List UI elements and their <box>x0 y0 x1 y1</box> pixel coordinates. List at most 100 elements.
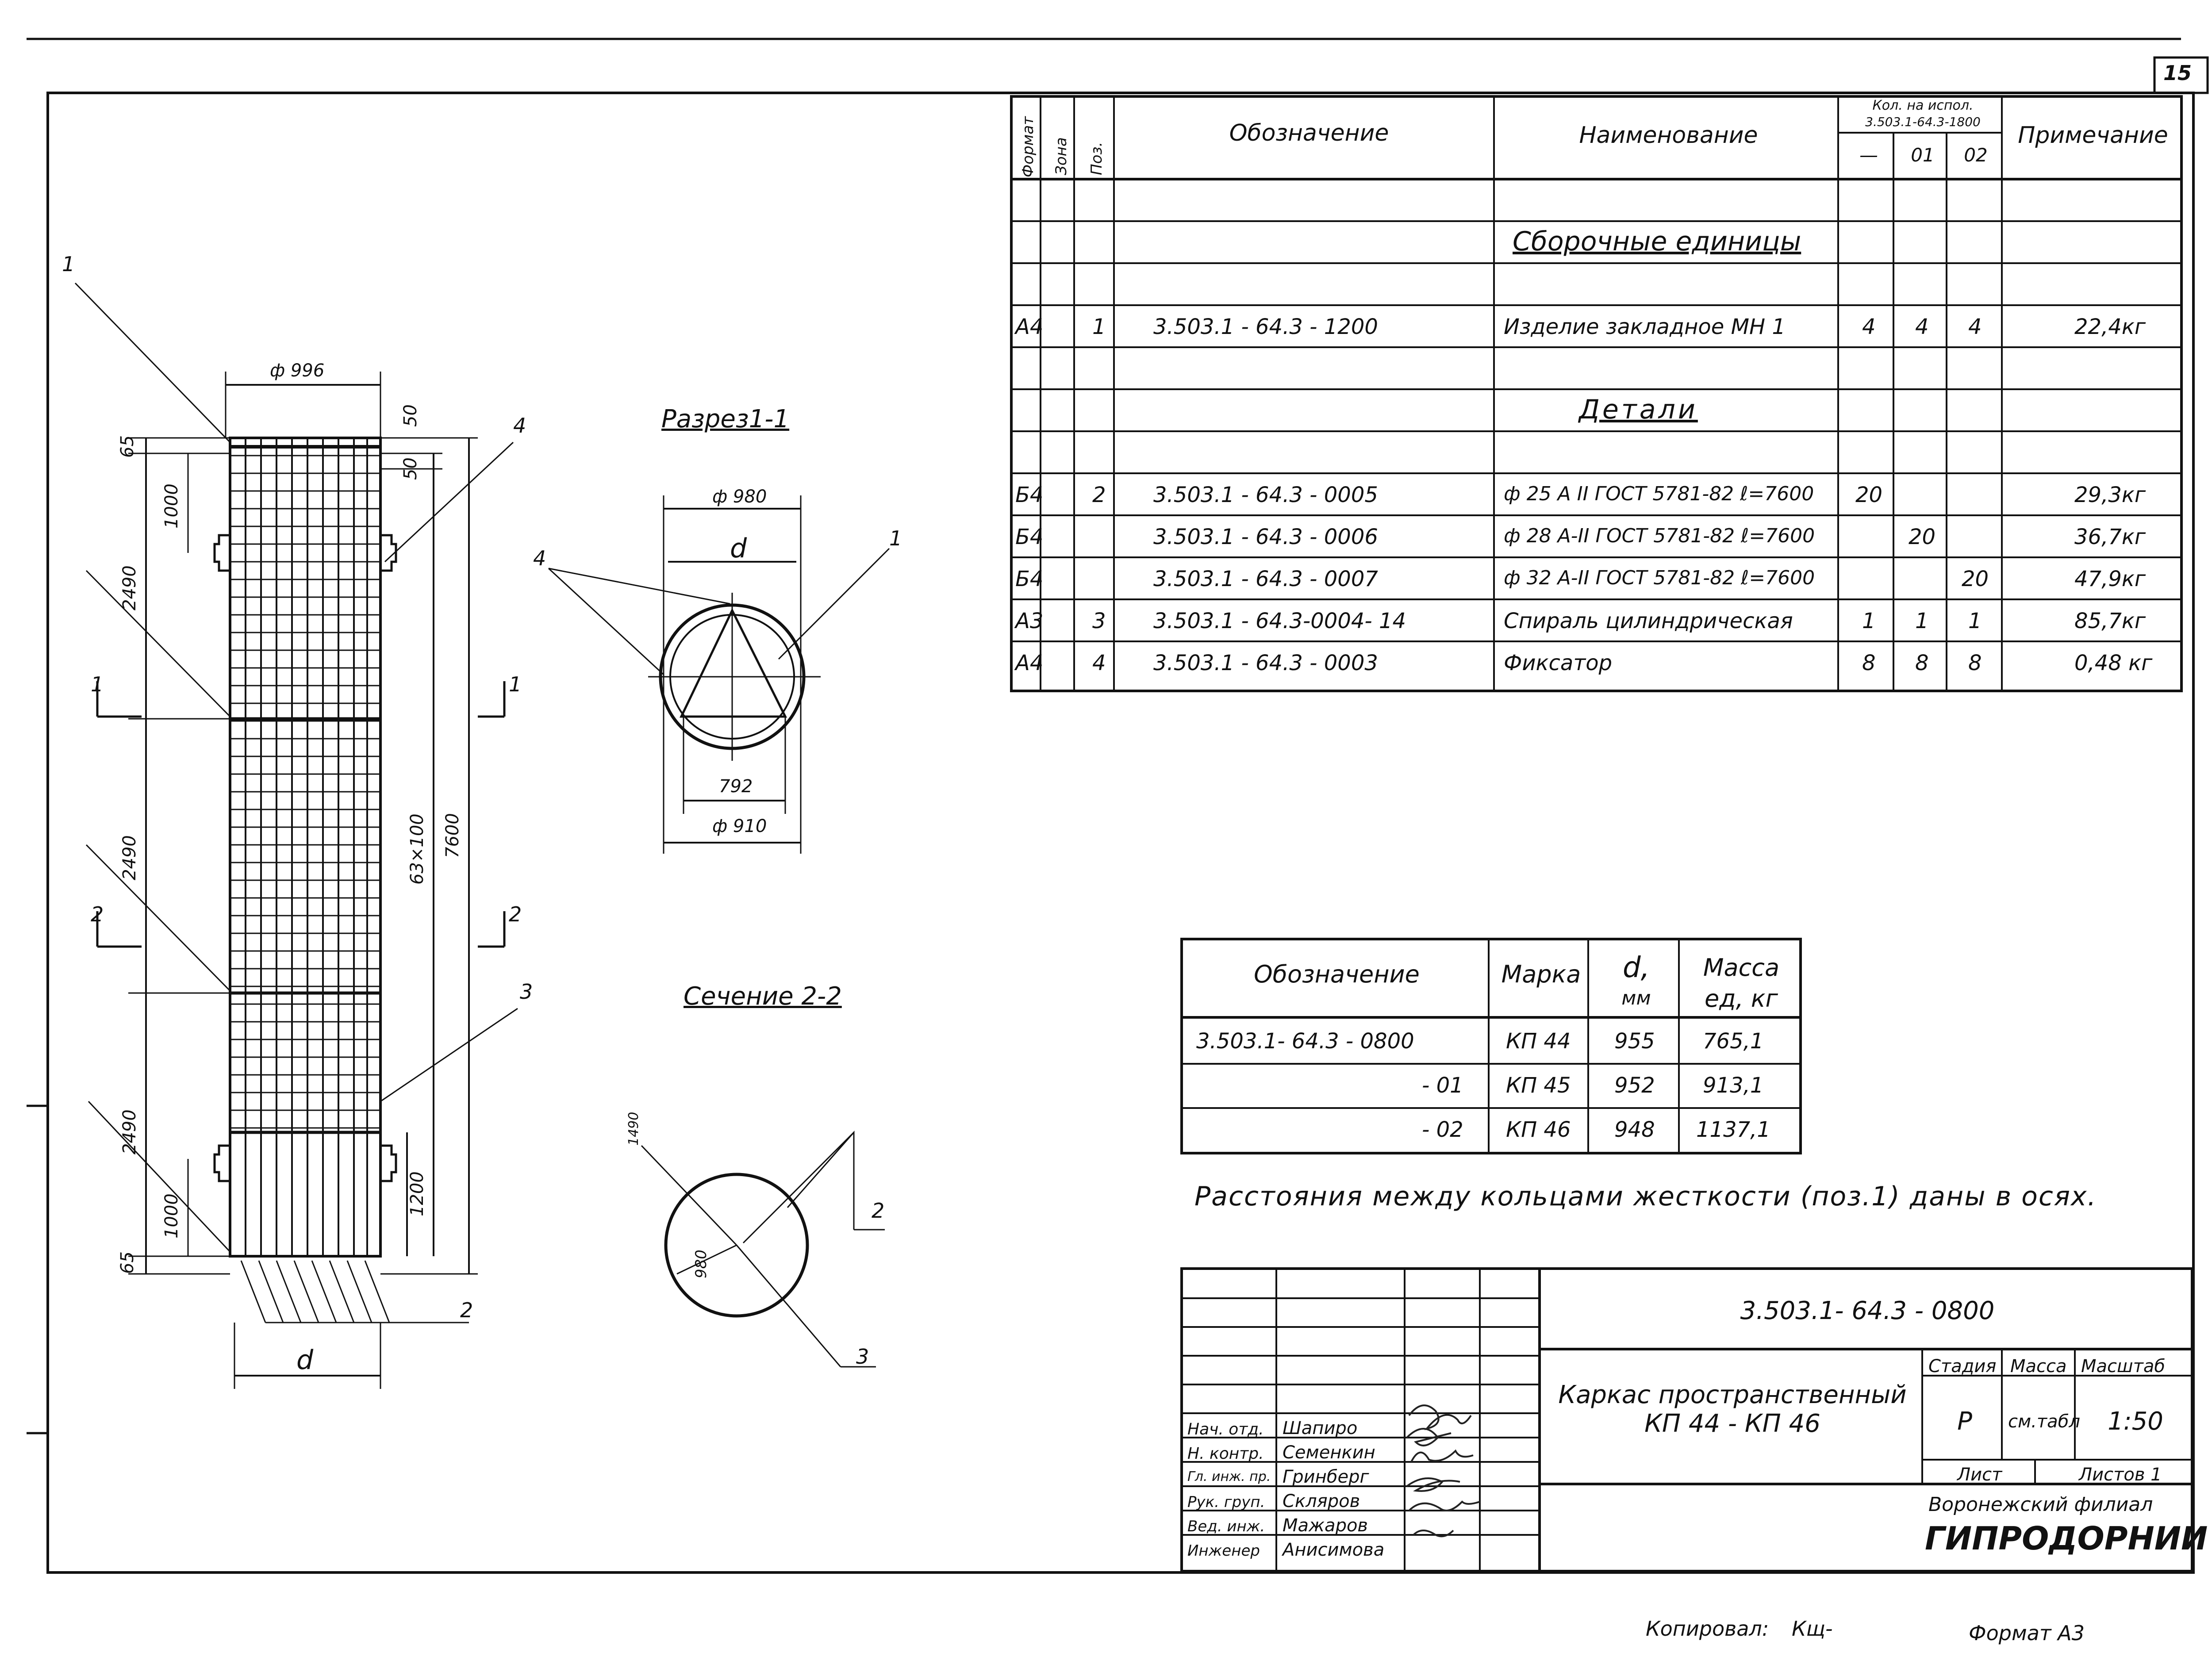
staff3-name: Гринберг <box>1283 1467 1369 1487</box>
dim-1200: 1200 <box>407 1171 427 1216</box>
mass-value: см.табл <box>2008 1411 2080 1432</box>
mark-row1-mass: 765,1 <box>1703 1029 1764 1054</box>
row4-name: ф 32 А-II ГОСТ 5781-82 ℓ=7600 <box>1504 567 1815 589</box>
mass-label: Масса <box>2010 1356 2067 1377</box>
mark-row2-designation: - 01 <box>1422 1073 1463 1098</box>
section-2-label-2: 2 <box>872 1199 885 1223</box>
header-format: Формат <box>1019 116 1037 177</box>
mark-header-d: d, <box>1623 951 1650 984</box>
row5-q2: 1 <box>1968 609 1982 633</box>
section-1-1-title: Разрез1-1 <box>661 405 790 433</box>
section-2-2 <box>641 1131 885 1368</box>
org-line2: ГИПРОДОРНИИ <box>1925 1520 2208 1557</box>
row1-pos: 1 <box>1092 314 1106 339</box>
header-qty-doc: 3.503.1-64.3-1800 <box>1865 115 1981 129</box>
title-block: 3.503.1- 64.3 - 0800 Каркас пространстве… <box>1180 1267 2208 1572</box>
format-label: Формат А3 <box>1969 1621 2085 1645</box>
dim-50-b: 50 <box>400 457 421 480</box>
mark-header-d-unit: мм <box>1621 987 1651 1009</box>
cage-elevation <box>74 282 518 1389</box>
product-name-line1: Каркас пространственный <box>1558 1381 1907 1409</box>
row6-note: 0,48 кг <box>2074 651 2153 675</box>
row4-designation: 3.503.1 - 64.3 - 0007 <box>1153 567 1378 591</box>
cut-2-left: 2 <box>91 902 104 926</box>
section-assembly-units: Сборочные единицы <box>1513 226 1801 257</box>
dim-50-a: 50 <box>400 404 421 427</box>
row5-q1: 1 <box>1915 609 1929 633</box>
section-2-label-3: 3 <box>856 1345 869 1369</box>
sheet-number: 15 <box>2163 61 2192 85</box>
mark-row2-mass: 913,1 <box>1703 1073 1764 1098</box>
header-note: Примечание <box>2018 122 2168 149</box>
mark-header-mark: Марка <box>1501 960 1581 988</box>
spec-grid <box>1010 95 2183 692</box>
dim-1000-top: 1000 <box>161 483 182 529</box>
header-designation: Обозначение <box>1229 120 1389 146</box>
dim-2490-b: 2490 <box>119 835 140 880</box>
stage-value: Р <box>1957 1407 1972 1436</box>
row1-q2: 4 <box>1968 314 1982 339</box>
dim-sec-outer-top: ф 980 <box>712 487 767 507</box>
scale-value: 1:50 <box>2108 1407 2163 1436</box>
product-name-line2: КП 44 - КП 46 <box>1644 1409 1820 1438</box>
row2-name: ф 25 А II ГОСТ 5781-82 ℓ=7600 <box>1504 483 1814 505</box>
mark-header-mass: Масса <box>1703 954 1780 982</box>
staff3-role: Гл. инж. пр. <box>1187 1469 1271 1484</box>
section-1-label-4: 4 <box>533 546 546 570</box>
row5-format: А3 <box>1015 609 1044 633</box>
sheet-label: Лист <box>1957 1465 2002 1485</box>
dim-1000-bottom: 1000 <box>161 1193 182 1239</box>
dim-2490-a: 2490 <box>119 565 140 610</box>
staff2-name: Семенкин <box>1283 1442 1375 1463</box>
row4-q2: 20 <box>1962 567 1989 591</box>
pos-label-2: 2 <box>460 1298 473 1322</box>
pos-label-3: 3 <box>520 980 533 1004</box>
pos-label-1: 1 <box>62 252 75 276</box>
section-parts: Детали <box>1579 394 1698 425</box>
row4-note: 47,9кг <box>2074 567 2146 591</box>
staff2-role: Н. контр. <box>1187 1445 1264 1463</box>
staff5-name: Мажаров <box>1283 1515 1368 1536</box>
row5-name: Спираль цилиндрическая <box>1504 609 1793 633</box>
copied-label: Копировал: <box>1646 1617 1769 1641</box>
staff6-name: Анисимова <box>1283 1540 1385 1560</box>
row5-q0: 1 <box>1862 609 1876 633</box>
sheets-label: Листов 1 <box>2079 1465 2162 1485</box>
row2-note: 29,3кг <box>2074 483 2146 507</box>
row5-note: 85,7кг <box>2074 609 2146 633</box>
mark-header-mass-unit: ед, кг <box>1705 985 1778 1012</box>
staff1-role: Нач. отд. <box>1187 1420 1264 1438</box>
dim-section-2-a: 1490 <box>626 1112 641 1146</box>
mark-row1-designation: 3.503.1- 64.3 - 0800 <box>1196 1029 1414 1054</box>
header-qty-col-1: 01 <box>1911 144 1935 166</box>
marks-table: Обозначение Марка d, мм Масса ед, кг 3.5… <box>1180 938 1802 1154</box>
row1-note: 22,4кг <box>2074 314 2146 339</box>
row6-q1: 8 <box>1915 651 1929 675</box>
dim-sec-triangle: 792 <box>719 776 753 797</box>
row1-name: Изделие закладное МН 1 <box>1504 314 1786 339</box>
row4-format: Б4 <box>1015 567 1044 591</box>
row2-format: Б4 <box>1015 483 1044 507</box>
staff4-name: Скляров <box>1283 1491 1360 1511</box>
scale-label: Масштаб <box>2081 1356 2166 1377</box>
mark-row1-mark: КП 44 <box>1506 1029 1571 1054</box>
row2-q0: 20 <box>1855 483 1883 507</box>
mark-row3-mass: 1137,1 <box>1696 1117 1770 1142</box>
row6-q2: 8 <box>1968 651 1982 675</box>
specification-table: Формат Зона Поз. Обозначение Наименовани… <box>1010 95 2183 692</box>
dim-65-bottom: 65 <box>117 1251 138 1274</box>
row3-format: Б4 <box>1015 525 1044 549</box>
title-block-grid <box>1180 1267 2193 1572</box>
row6-designation: 3.503.1 - 64.3 - 0003 <box>1153 651 1378 675</box>
header-name: Наименование <box>1579 122 1758 149</box>
mark-row2-d: 952 <box>1614 1073 1655 1098</box>
row5-designation: 3.503.1 - 64.3-0004- 14 <box>1153 609 1406 633</box>
copier-signature: Кщ- <box>1792 1617 1833 1641</box>
section-2-2-title: Сечение 2-2 <box>684 982 842 1011</box>
header-qty-col-0: — <box>1859 144 1878 166</box>
row5-pos: 3 <box>1092 609 1106 633</box>
cut-1-left: 1 <box>91 672 104 696</box>
row6-pos: 4 <box>1092 651 1106 675</box>
row3-note: 36,7кг <box>2074 525 2146 549</box>
